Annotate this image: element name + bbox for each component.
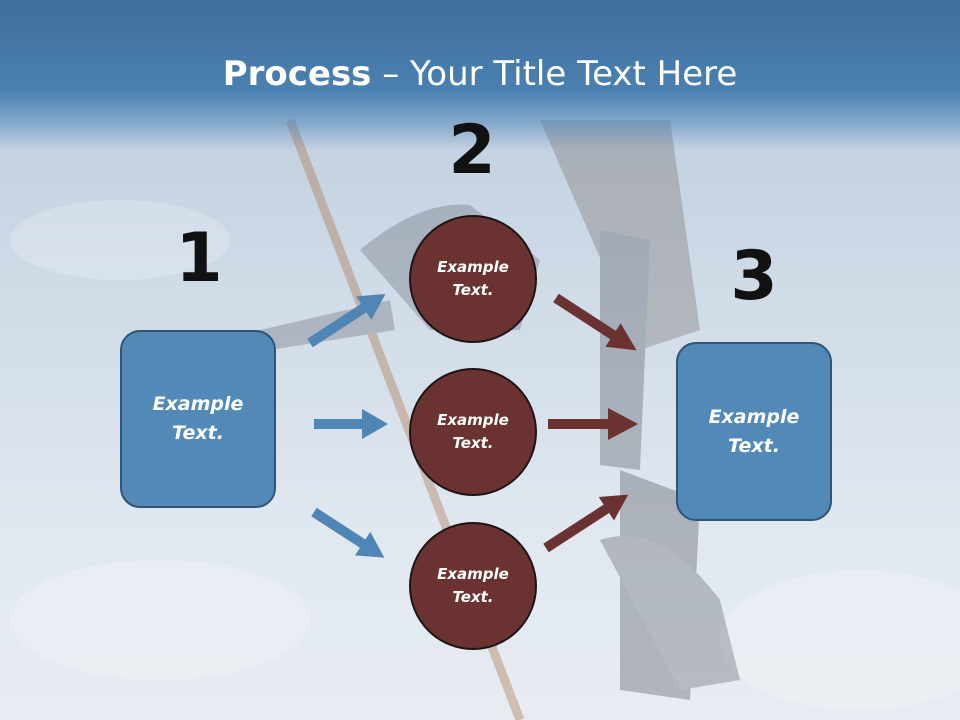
title-bar [0,0,960,150]
circle-text: Example Text. [437,411,509,452]
title-rest: – Your Title Text Here [371,54,738,94]
step-1-box: Example Text. [120,330,276,508]
step-2-circle-top: Example Text. [409,215,537,343]
step-number-3: 3 [730,237,778,316]
step-1-box-text: Example Text. [152,393,244,444]
step-number-1: 1 [175,219,223,298]
title-bold: Process [222,54,372,94]
arrow-up-right-blue [307,293,386,348]
slide-title: Process – Your Title Text Here [0,52,960,96]
arrow-down-right-red [553,293,637,351]
step-2-circle-bottom: Example Text. [409,522,537,650]
arrow-right-red [548,408,638,440]
step-number-2: 2 [448,111,496,190]
arrow-right-blue [314,409,388,439]
arrow-up-right-red [543,494,629,553]
circle-text: Example Text. [437,258,509,299]
blue-arrows [307,293,388,558]
step-3-box-text: Example Text. [708,405,800,457]
step-3-box: Example Text. [676,342,832,521]
circle-text: Example Text. [437,565,509,606]
step-2-circle-middle: Example Text. [409,368,537,496]
red-arrows [543,293,638,553]
arrow-down-right-blue [311,507,385,558]
